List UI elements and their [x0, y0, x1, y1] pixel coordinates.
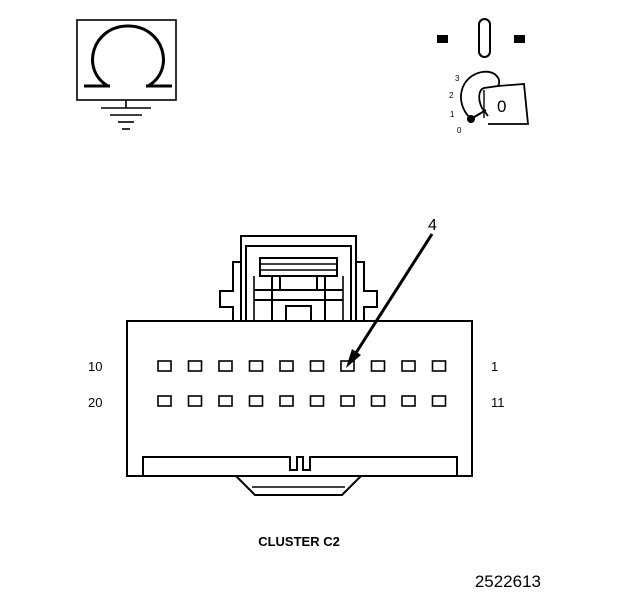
ignition-switch-icon: [437, 18, 529, 125]
pin-17: [248, 395, 264, 407]
pin-5: [309, 360, 325, 372]
pin-row-top: [157, 360, 447, 372]
pin-18: [218, 395, 233, 407]
pin-20: [157, 395, 172, 407]
pin-3: [370, 360, 386, 372]
ignition-position-1: 1: [450, 110, 455, 119]
figure-number: 2522613: [475, 572, 541, 591]
pin-label-10: 10: [88, 359, 102, 374]
pin-11: [431, 395, 447, 407]
pin-2: [401, 360, 416, 372]
key-label: 0: [497, 97, 506, 116]
connector-body: [126, 320, 473, 477]
callout-arrow: [346, 233, 434, 368]
ignition-position-3: 3: [455, 74, 460, 83]
pin-1: [431, 360, 447, 372]
callout-number: 4: [428, 217, 437, 234]
pin-16: [279, 395, 294, 407]
pin-label-1: 1: [491, 359, 498, 374]
pin-label-20: 20: [88, 395, 102, 410]
pin-label-11: 11: [491, 395, 505, 410]
pin-9: [187, 360, 203, 372]
ignition-position-0: 0: [457, 126, 462, 135]
pin-8: [218, 360, 233, 372]
pin-13: [370, 395, 386, 407]
ignition-position-2: 2: [449, 91, 454, 100]
pin-10: [157, 360, 172, 372]
pin-row-bottom: [157, 395, 447, 407]
pin-7: [248, 360, 264, 372]
connector-title: CLUSTER C2: [258, 534, 340, 549]
connector-base: [142, 456, 458, 496]
pin-12: [401, 395, 416, 407]
connector-latch: [219, 235, 378, 322]
pin-19: [187, 395, 203, 407]
ohmmeter-ground-icon: [76, 19, 177, 130]
pin-14: [340, 395, 355, 407]
pin-15: [309, 395, 325, 407]
pin-6: [279, 360, 294, 372]
